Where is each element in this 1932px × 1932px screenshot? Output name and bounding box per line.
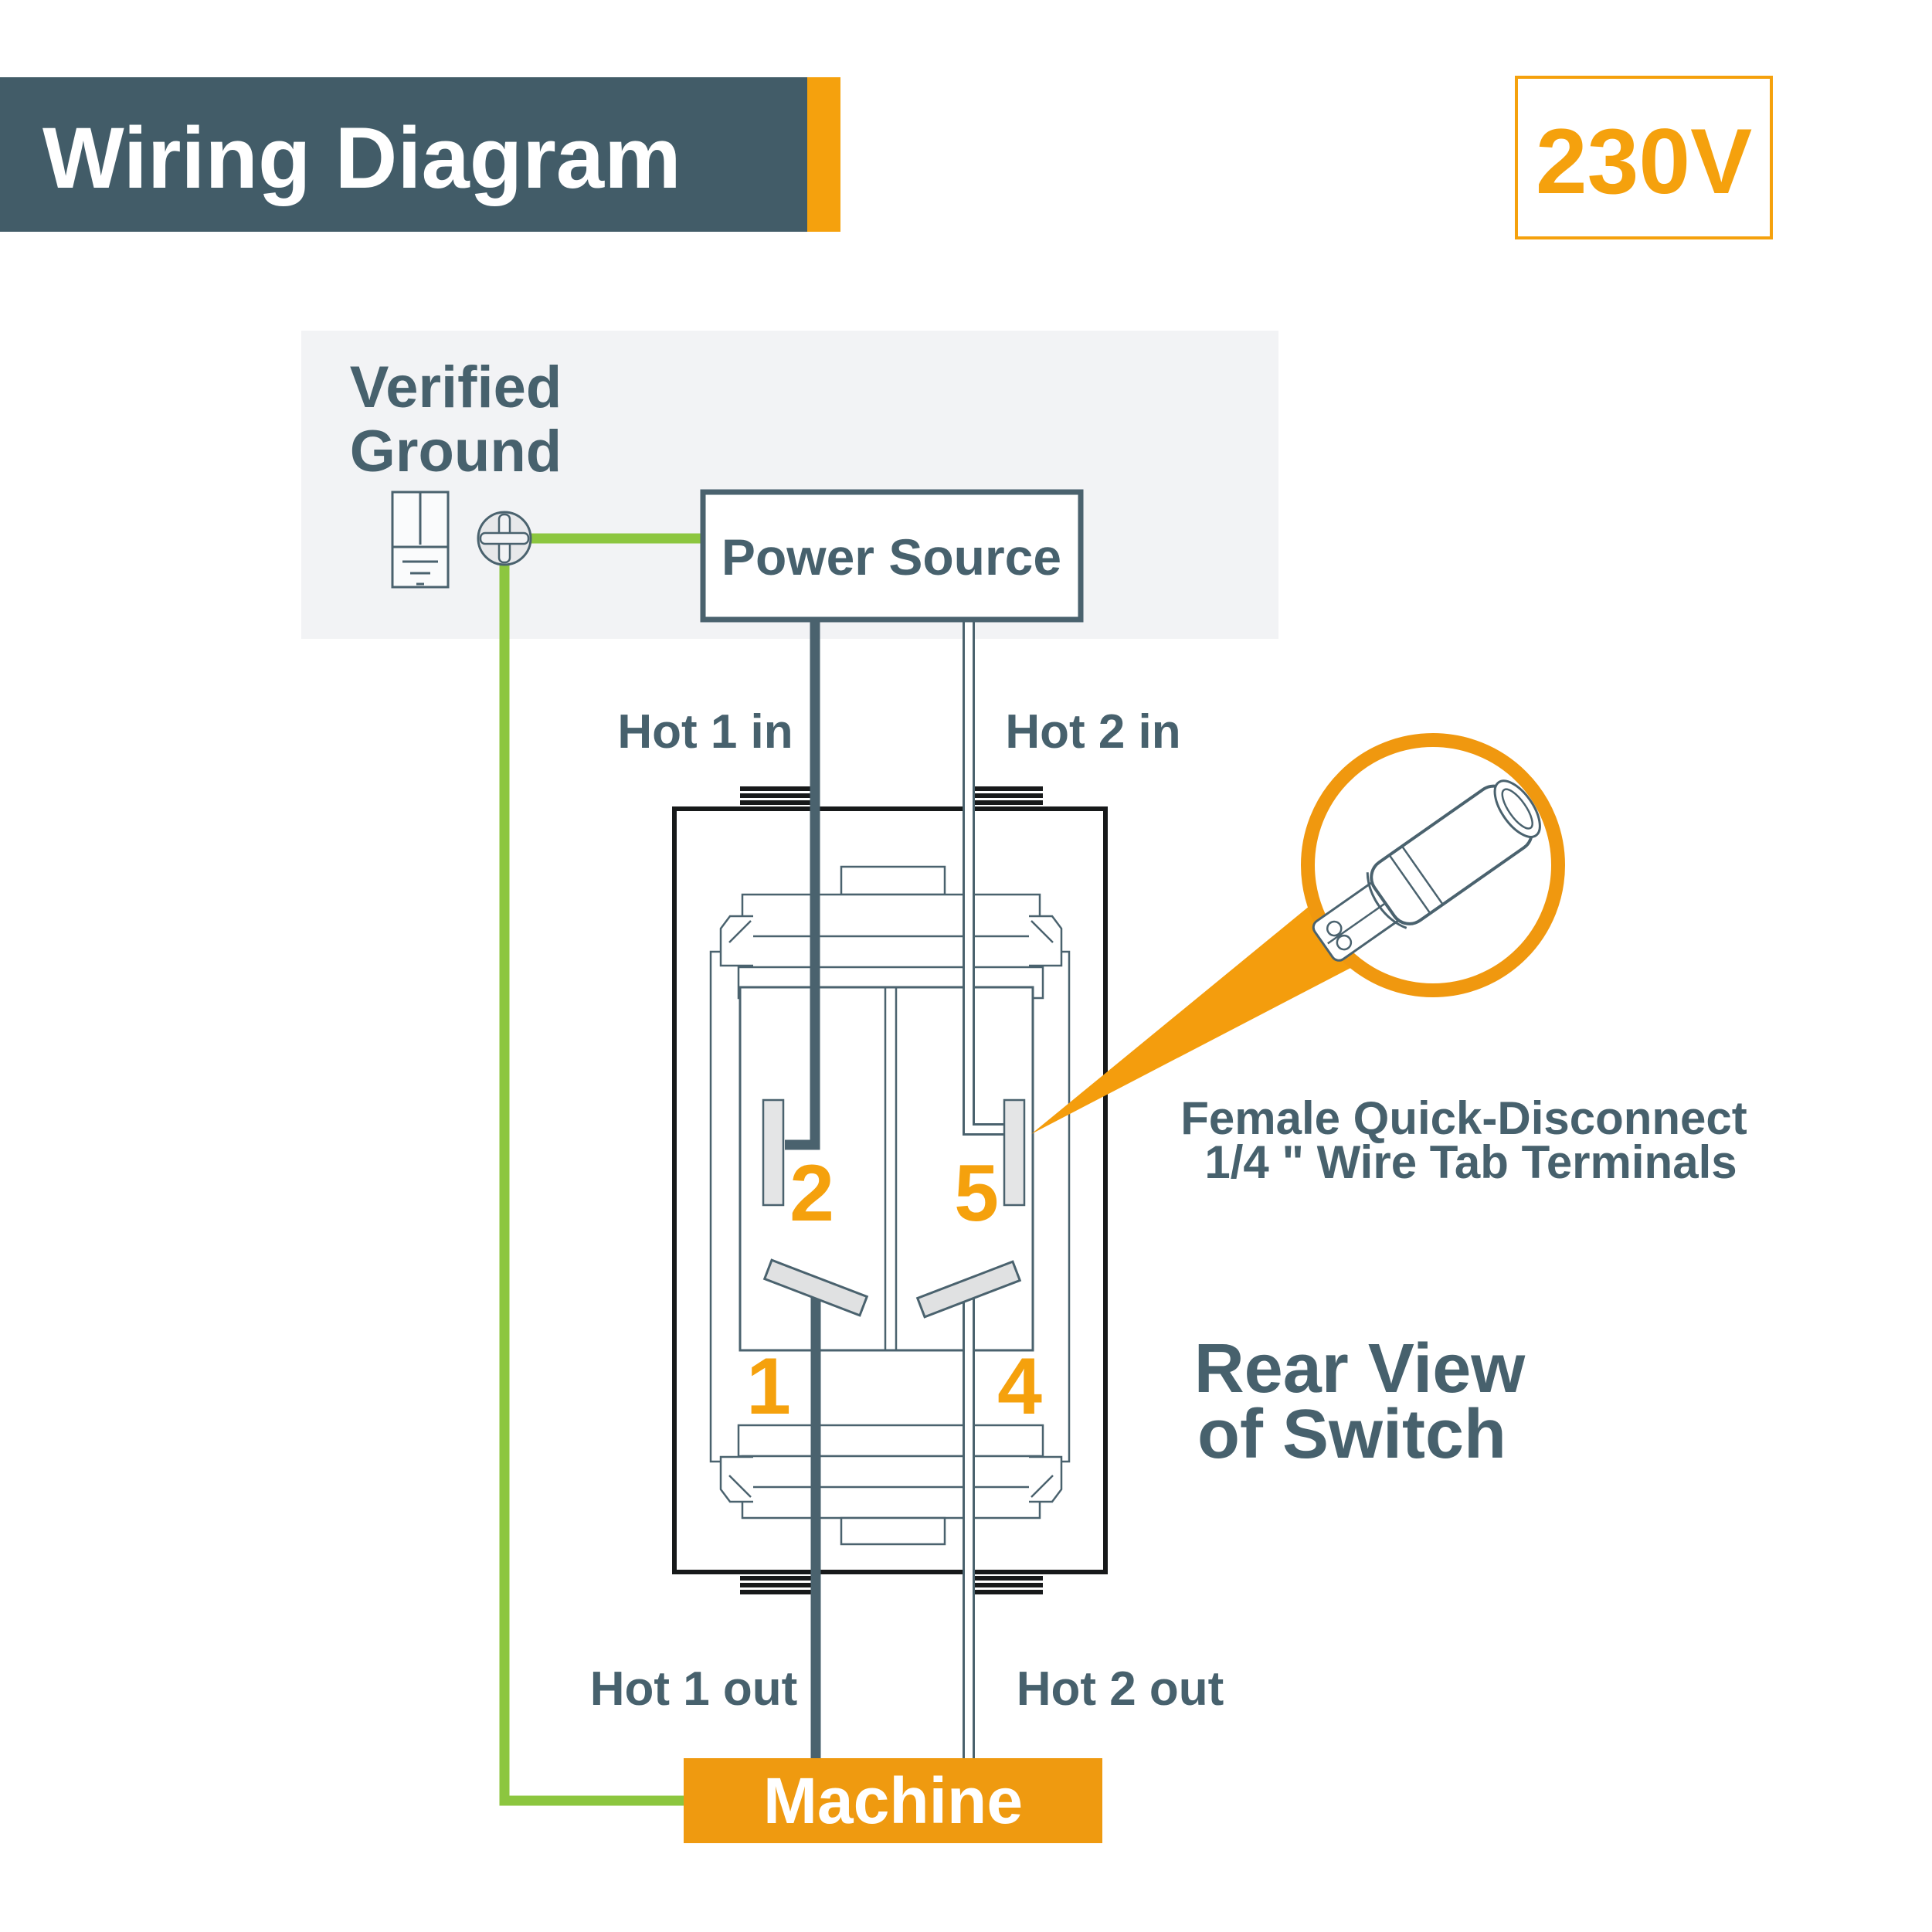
hot1-out-label: Hot 1 out (590, 1662, 798, 1716)
hot2-wire-in (963, 616, 1003, 1136)
callout-caption-line2: 1/4 " Wire Tab Terminals (1204, 1136, 1737, 1188)
terminal-number-2: 2 (789, 1149, 834, 1238)
rear-view-caption-line1: Rear View (1194, 1330, 1526, 1407)
power-source-label: Power Source (722, 528, 1061, 586)
hot2-out-label: Hot 2 out (1017, 1662, 1224, 1716)
title-bar (0, 77, 807, 232)
page-title: Wiring Diagram (42, 110, 681, 206)
contact-bar-1 (762, 1258, 869, 1317)
hot-wires (785, 616, 1003, 1762)
machine-box (684, 1758, 1102, 1843)
ground-wire-to-machine (499, 538, 686, 1806)
voltage-badge: 230V (1536, 110, 1752, 213)
wire-pass-hash-marks (740, 786, 1043, 1594)
verified-ground-label-line1: Verified (350, 355, 562, 420)
callout-caption: Female Quick-Disconnect 1/4 " Wire Tab T… (1180, 1092, 1747, 1188)
terminal-callout (1031, 733, 1565, 1134)
terminal-number-5: 5 (954, 1149, 999, 1238)
ground-symbol-icon (391, 491, 450, 589)
terminal-tab-2 (762, 1098, 785, 1207)
verified-ground-label-line2: Ground (350, 419, 562, 484)
switch-bottom-cap (719, 1424, 1063, 1546)
switch-terminals: 2 5 1 4 (746, 1098, 1042, 1431)
phillips-screw-icon (477, 511, 532, 566)
callout-caption-line1: Female Quick-Disconnect (1180, 1092, 1747, 1144)
rocker-switch-rear-view (672, 786, 1108, 1594)
wire-labels: Hot 1 in Hot 2 in Hot 1 out Hot 2 out (590, 705, 1224, 1716)
hot2-in-label: Hot 2 in (1005, 705, 1180, 759)
machine-label: Machine (763, 1764, 1023, 1837)
title-accent-bar (807, 77, 840, 232)
header: Wiring Diagram 230V (0, 76, 1773, 239)
hot1-in-label: Hot 1 in (617, 705, 793, 759)
terminal-number-1: 1 (746, 1342, 791, 1431)
machine-node: Machine (684, 1758, 1102, 1843)
rear-view-caption-line2: of Switch (1197, 1396, 1506, 1473)
ground-wire (499, 533, 705, 1806)
contact-bar-4 (915, 1260, 1022, 1319)
quick-disconnect-terminal-icon (1312, 779, 1541, 962)
voltage-badge-box (1515, 76, 1773, 239)
rear-view-caption: Rear View of Switch (1194, 1330, 1526, 1473)
switch-top-cap (719, 865, 1063, 1000)
power-source-node: Power Source (700, 489, 1084, 623)
callout-pointer (1031, 902, 1358, 1134)
terminal-tab-5 (1003, 1098, 1026, 1207)
power-source-box (700, 489, 1084, 623)
hot1-wire-in (785, 618, 820, 1150)
terminal-number-4: 4 (997, 1342, 1042, 1431)
